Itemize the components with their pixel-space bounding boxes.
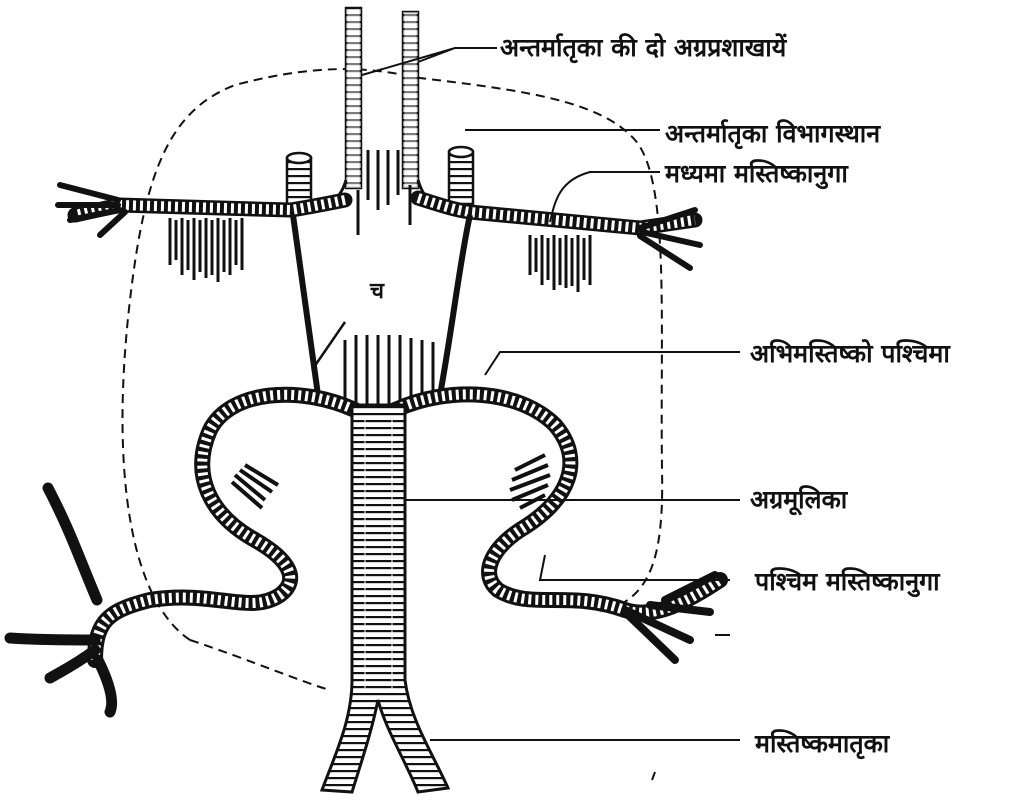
anterior-branches: [318, 8, 448, 206]
left-posterior-cerebral-artery: [10, 395, 355, 712]
right-posterior-cerebral-artery: [395, 394, 720, 660]
right-posterior-communicating: [440, 215, 470, 395]
right-carotid-stump: [449, 147, 473, 204]
pointer-stroke: [312, 322, 345, 370]
label-anterior-branches: अन्तर्मातृका की दो अग्रप्रशाखायें: [500, 33, 788, 64]
label-middle-cerebral: मध्यमा मस्तिष्कानुगा: [664, 159, 849, 190]
label-posterior-communicating: अभिमस्तिष्को पश्चिमा: [750, 339, 951, 368]
center-mark-label: च: [369, 279, 385, 304]
label-basilar-artery: मस्तिष्कमातृका: [754, 729, 891, 760]
label-posterior-cerebral: पश्चिम मस्तिष्कानुगा: [754, 567, 941, 598]
right-perforating-branches: [530, 235, 590, 292]
label-carotid-division: अन्तर्मातृका विभागस्थान: [665, 119, 881, 150]
left-perforating-branches: [170, 218, 242, 282]
label-basilar-root: अग्रमूलिका: [750, 485, 849, 516]
basilar-artery: [322, 405, 448, 792]
